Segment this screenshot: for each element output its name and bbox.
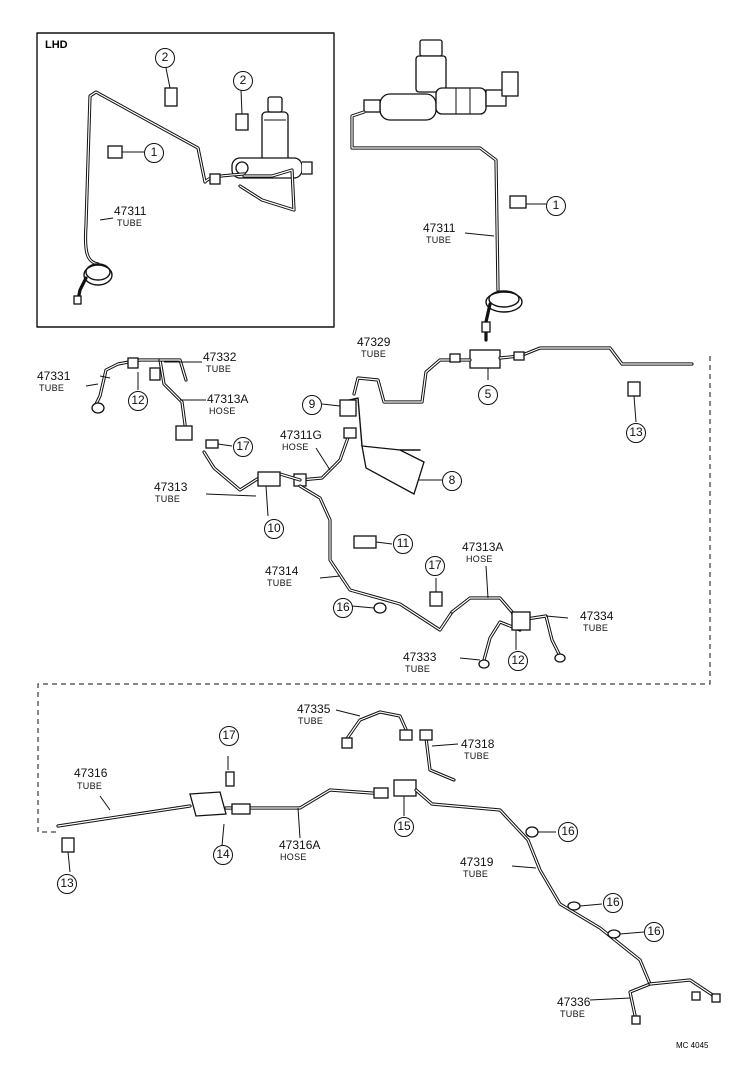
part-47311G-number: 47311G xyxy=(280,428,322,442)
part-47331-number: 47331 xyxy=(37,369,71,383)
part-47313A-right-desc: HOSE xyxy=(466,554,493,564)
part-47311-inset-number: 47311 xyxy=(114,204,147,218)
part-47319-desc: TUBE xyxy=(463,869,489,879)
callout-9: 9 xyxy=(302,395,322,415)
part-47313-desc: TUBE xyxy=(155,494,181,504)
callout-11: 11 xyxy=(393,534,413,554)
rear-right-front-tubes xyxy=(429,565,569,669)
part-47335-desc: TUBE xyxy=(298,716,324,726)
callout-2-inset-a: 2 xyxy=(155,48,175,68)
part-47334-number: 47334 xyxy=(580,609,614,623)
part-47319-number: 47319 xyxy=(460,855,494,869)
rear-junction-and-tubes xyxy=(393,779,721,1025)
part-47311-main-number: 47311 xyxy=(423,221,456,235)
part-47329-desc: TUBE xyxy=(361,349,387,359)
callout-15: 15 xyxy=(394,817,414,837)
part-47332-number: 47332 xyxy=(203,350,237,364)
lhd-inset-frame xyxy=(36,32,335,328)
callout-2-inset-b: 2 xyxy=(233,71,253,91)
part-47311G-desc: HOSE xyxy=(282,442,309,452)
inset-master-cylinder xyxy=(231,96,313,179)
callout-16-c: 16 xyxy=(603,893,623,913)
part-47336-desc: TUBE xyxy=(560,1009,586,1019)
part-47313A-top-number: 47313A xyxy=(207,392,249,406)
callout-14: 14 xyxy=(213,845,233,865)
callout-17-b: 17 xyxy=(425,556,445,576)
tube-47314 xyxy=(298,484,454,632)
bracket-8 xyxy=(321,397,442,495)
part-47316A-number: 47316A xyxy=(279,838,321,852)
part-47313-number: 47313 xyxy=(154,480,188,494)
part-47336-number: 47336 xyxy=(557,995,591,1009)
master-cylinder xyxy=(363,39,519,121)
part-47332-desc: TUBE xyxy=(206,364,232,374)
part-47333-desc: TUBE xyxy=(405,664,431,674)
tube-47311-main xyxy=(350,110,546,342)
part-47334-desc: TUBE xyxy=(583,623,609,633)
part-47314-number: 47314 xyxy=(265,564,299,578)
part-47333-number: 47333 xyxy=(403,650,437,664)
callout-16-a: 16 xyxy=(333,598,353,618)
lhd-inset-title: LHD xyxy=(45,39,68,51)
inset-leaders xyxy=(99,67,243,221)
part-47316A-desc: HOSE xyxy=(280,852,307,862)
callout-1-main: 1 xyxy=(546,196,566,216)
front-left-tubes xyxy=(91,357,302,517)
callout-13-bottom: 13 xyxy=(57,874,77,894)
callout-13-top: 13 xyxy=(626,423,646,443)
part-47331-desc: TUBE xyxy=(39,383,65,393)
part-47316-desc: TUBE xyxy=(77,781,103,791)
front-leaders xyxy=(85,383,331,497)
tube-47316 xyxy=(56,756,235,873)
part-47313A-right-number: 47313A xyxy=(462,540,504,554)
part-47311-inset-desc: TUBE xyxy=(117,218,143,228)
continuation-dashed-line xyxy=(37,356,711,833)
part-47318-number: 47318 xyxy=(461,737,495,751)
callout-8: 8 xyxy=(442,471,462,491)
inset-tube-47311 xyxy=(73,90,296,305)
callout-16-b: 16 xyxy=(558,822,578,842)
callout-16-d: 16 xyxy=(644,922,664,942)
callout-10: 10 xyxy=(264,519,284,539)
part-47313A-top-desc: HOSE xyxy=(209,406,236,416)
callout-17-a: 17 xyxy=(233,437,253,457)
diagram-code: MC 4045 xyxy=(676,1041,709,1050)
part-47316-number: 47316 xyxy=(74,766,108,780)
callout-5: 5 xyxy=(478,385,498,405)
callout-17-c: 17 xyxy=(219,726,239,746)
part-47335-number: 47335 xyxy=(297,702,331,716)
part-47314-desc: TUBE xyxy=(267,578,293,588)
callout-12-right: 12 xyxy=(508,651,528,671)
tubes-47335-47318 xyxy=(335,709,459,782)
part-47318-desc: TUBE xyxy=(464,751,490,761)
part-47329-number: 47329 xyxy=(357,335,391,349)
proportioning-valve-and-front-tubes xyxy=(352,346,694,423)
part-47311-main-desc: TUBE xyxy=(426,235,452,245)
hose-47316A xyxy=(224,787,389,839)
callout-1-inset: 1 xyxy=(144,143,164,163)
callout-12-left: 12 xyxy=(128,391,148,411)
